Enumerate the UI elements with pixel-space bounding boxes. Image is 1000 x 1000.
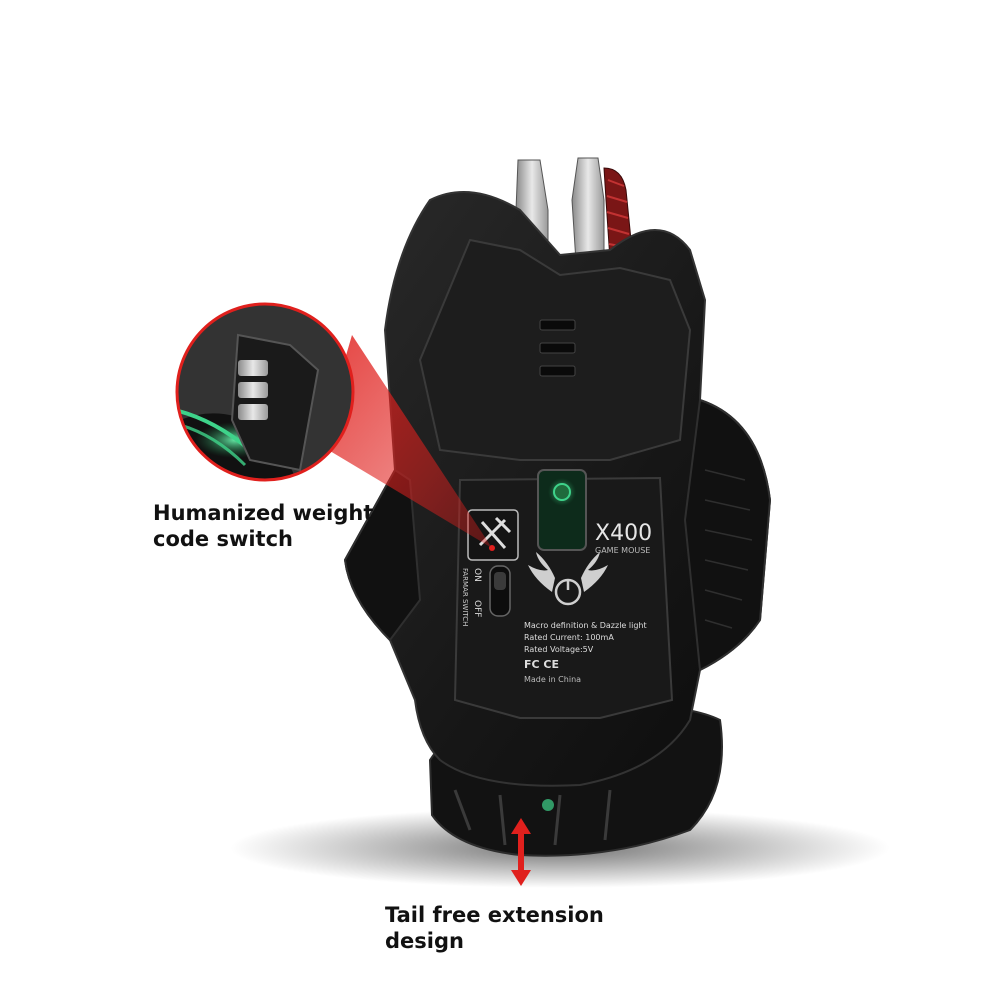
switch-off-label: OFF bbox=[472, 600, 482, 617]
origin-label: Made in China bbox=[524, 675, 581, 684]
switch-name-label: FARMAR SWITCH bbox=[461, 568, 469, 626]
zoom-callout bbox=[175, 302, 355, 482]
spec-line-2: Rated Current: 100mA bbox=[524, 633, 614, 642]
spec-line-1: Macro definition & Dazzle light bbox=[524, 621, 647, 630]
wings-logo-icon bbox=[528, 552, 608, 606]
weight-switch-caption: Humanized weight code switch bbox=[153, 501, 374, 551]
switch-on-label: ON bbox=[472, 568, 482, 582]
model-subtitle: GAME MOUSE bbox=[595, 546, 650, 555]
spec-line-3: Rated Voltage:5V bbox=[524, 645, 594, 654]
callout-cone bbox=[320, 335, 492, 548]
cert-marks: FC CE bbox=[524, 658, 559, 671]
model-name: X400 bbox=[595, 521, 652, 546]
double-arrow-icon bbox=[511, 818, 531, 886]
top-vents bbox=[539, 319, 576, 377]
tail-caption: Tail free extension design bbox=[385, 903, 604, 953]
